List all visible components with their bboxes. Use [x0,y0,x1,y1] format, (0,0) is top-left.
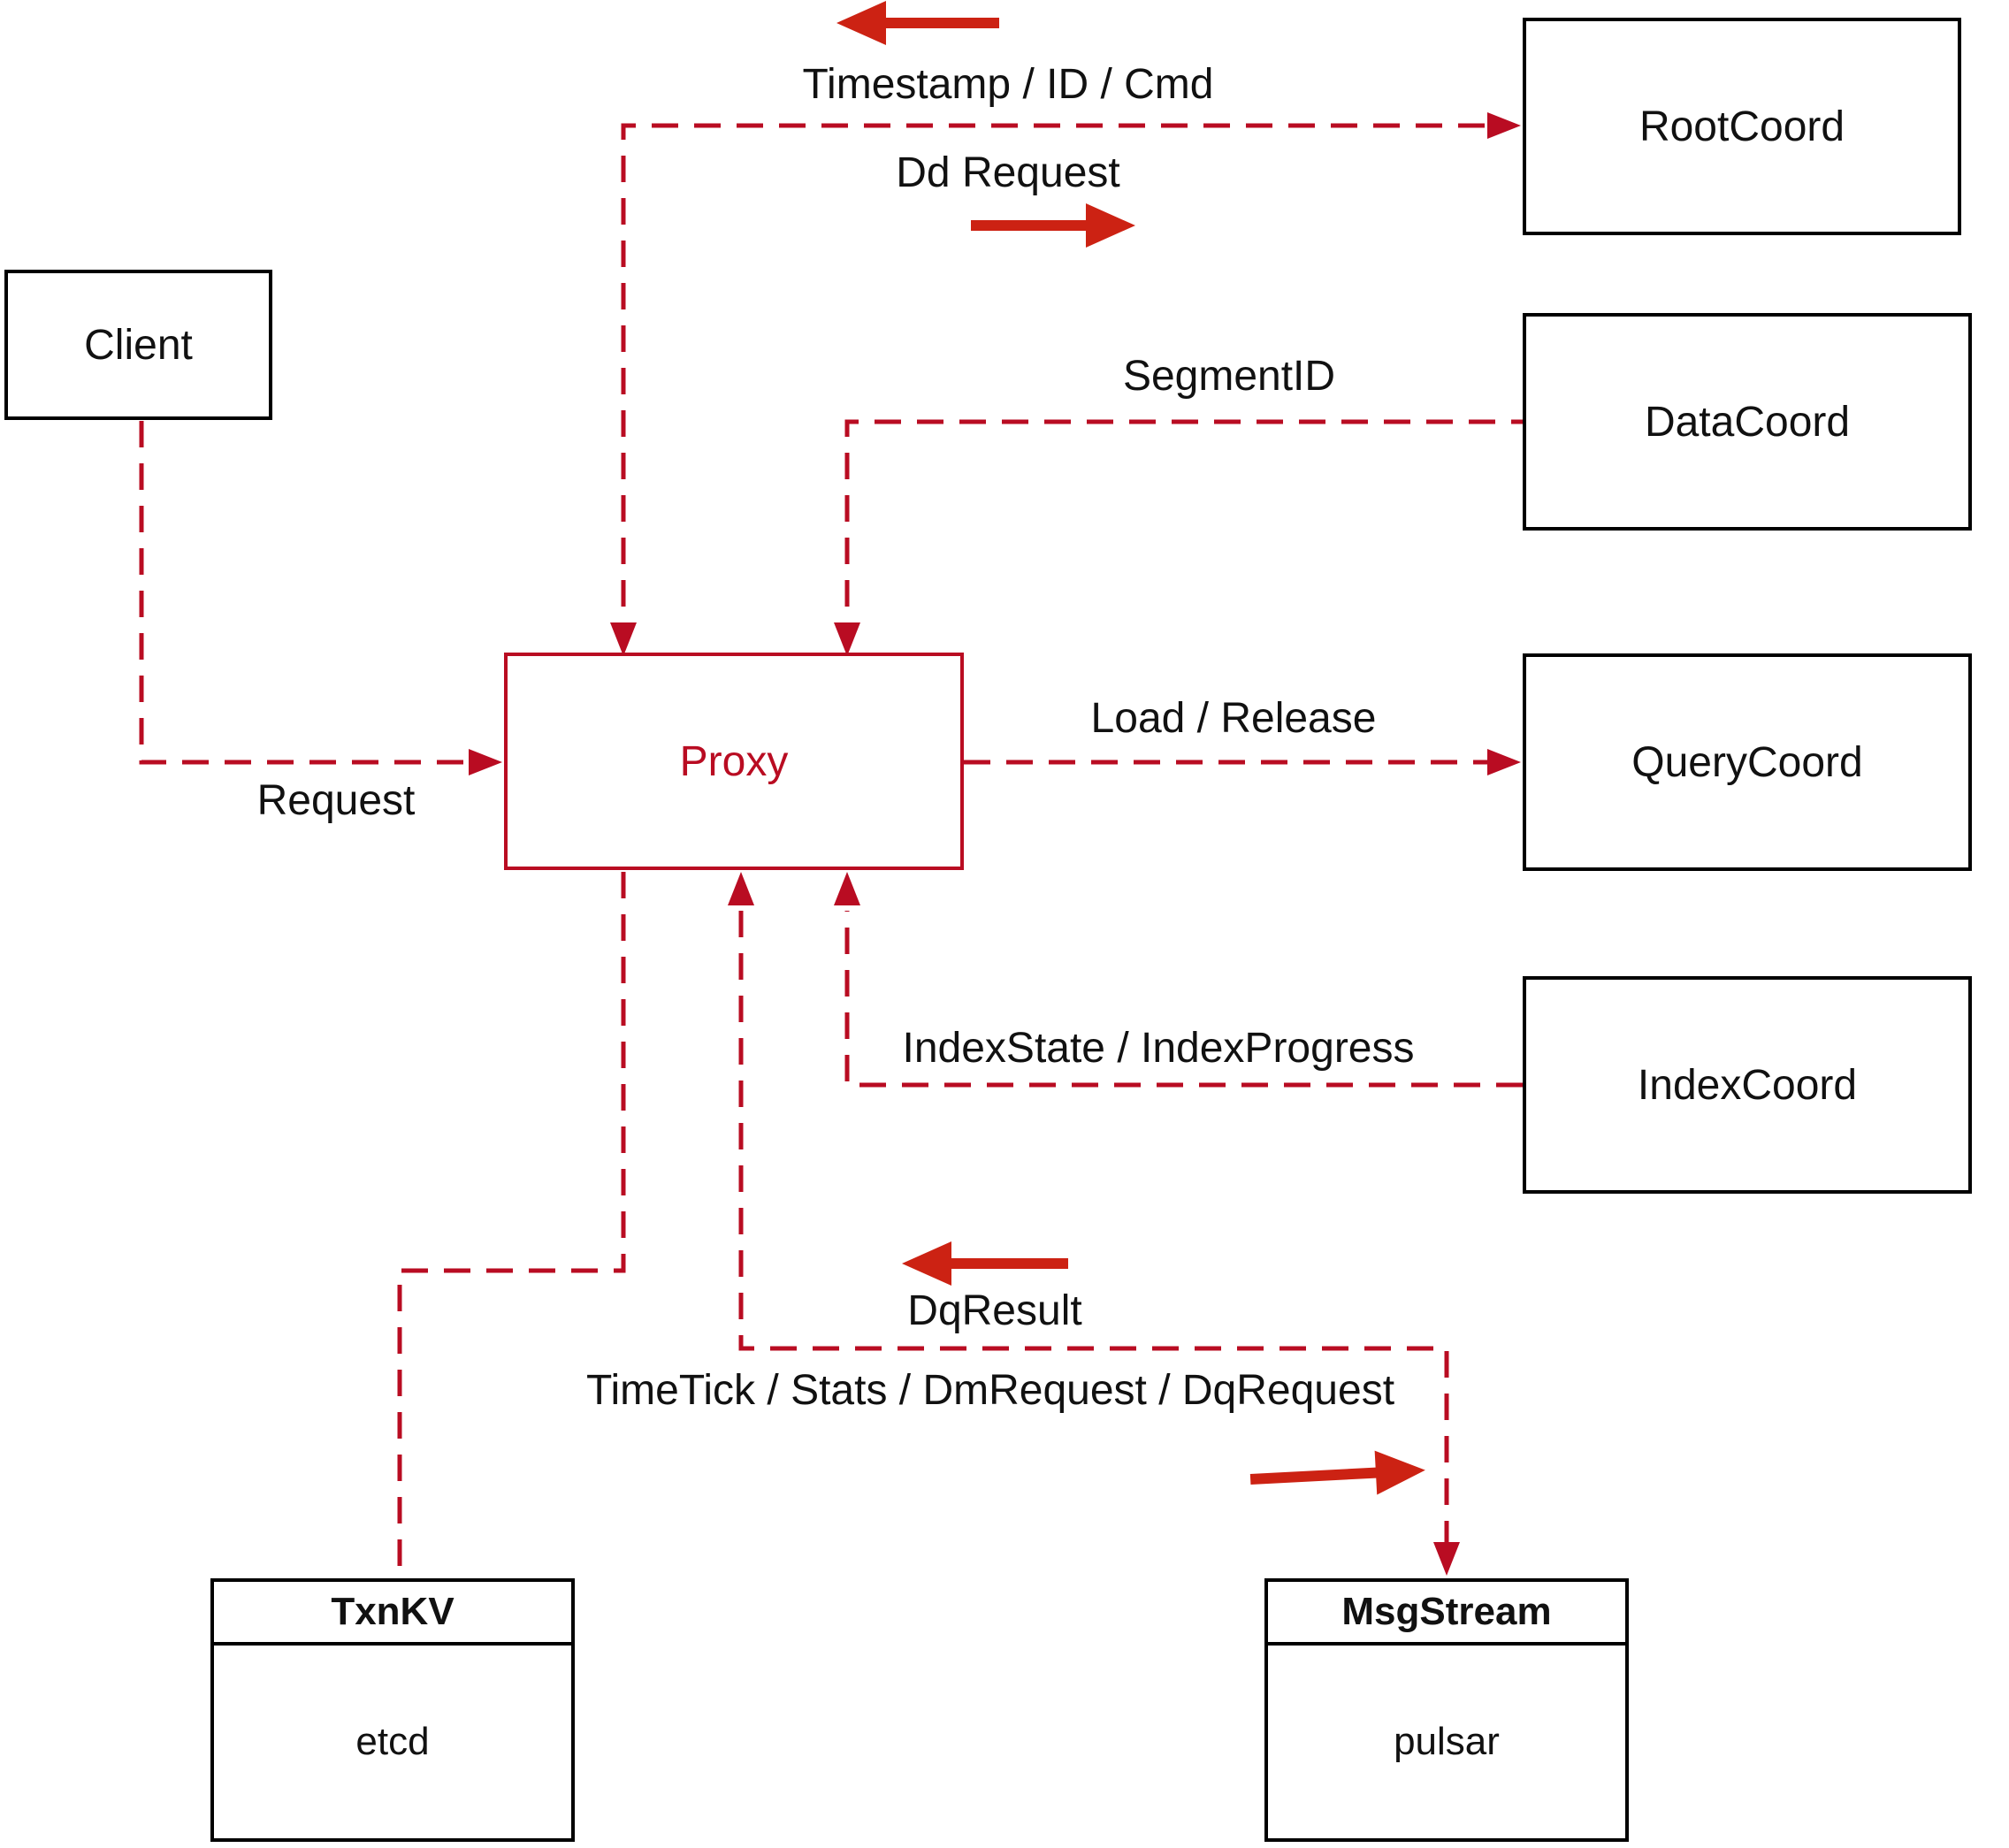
arrowhead-right-rootcoord-icon [1487,112,1521,139]
edge-label-dd-request: Dd Request [896,149,1120,196]
arrowhead-down-msgstream-icon [1433,1542,1460,1576]
node-datacoord: DataCoord [1523,313,1972,531]
edge-client-proxy [139,421,469,765]
edge-label-index-state: IndexState / IndexProgress [902,1025,1415,1072]
node-msgstream-implementation: pulsar [1394,1720,1500,1763]
edge-label-dq-result: DqResult [907,1287,1082,1334]
node-client: Client [4,270,272,420]
node-txnkv-implementation: etcd [355,1720,430,1763]
arrow-left-dq-result-icon [902,1241,1068,1286]
edge-proxy-msgstream [738,911,1449,1542]
edge-indexcoord-proxy [844,911,1523,1088]
node-txnkv-title: TxnKV [214,1582,571,1646]
edge-label-load-release: Load / Release [1090,695,1377,742]
arrowhead-up-proxy-bottom-right-icon [834,872,860,905]
arrowhead-up-proxy-bottom-center-icon [728,872,754,905]
node-msgstream-title: MsgStream [1268,1582,1625,1646]
node-proxy-label: Proxy [679,737,789,785]
node-indexcoord-label: IndexCoord [1637,1061,1858,1109]
node-datacoord-label: DataCoord [1644,398,1851,446]
node-txnkv: TxnKV etcd [210,1578,575,1842]
edge-label-timestamp-id-cmd: Timestamp / ID / Cmd [802,61,1214,108]
edge-label-request: Request [256,777,416,824]
node-rootcoord: RootCoord [1523,18,1961,235]
node-querycoord-label: QueryCoord [1631,738,1863,786]
node-querycoord: QueryCoord [1523,653,1972,871]
node-client-label: Client [84,321,193,369]
arrow-right-dd-request-icon [971,203,1135,248]
arrowhead-right-proxy-left-icon [469,749,502,775]
node-proxy: Proxy [504,653,964,870]
arrowhead-right-querycoord-icon [1487,749,1521,775]
arrowhead-down-proxy-top-right-icon [834,622,860,656]
arrowhead-down-proxy-top-left-icon [610,622,637,656]
arrow-right-time-tick-icon [1249,1450,1425,1495]
edge-datacoord-proxy [844,419,1523,649]
node-rootcoord-label: RootCoord [1639,103,1845,150]
edge-proxy-txnkv [397,872,626,1577]
edge-label-time-tick: TimeTick / Stats / DmRequest / DqRequest [585,1367,1395,1414]
edge-proxy-rootcoord [621,123,1486,649]
arrow-left-timestamp-icon [836,1,999,45]
node-indexcoord: IndexCoord [1523,976,1972,1194]
edge-label-segment-id: SegmentID [1122,353,1336,400]
node-msgstream: MsgStream pulsar [1264,1578,1629,1842]
